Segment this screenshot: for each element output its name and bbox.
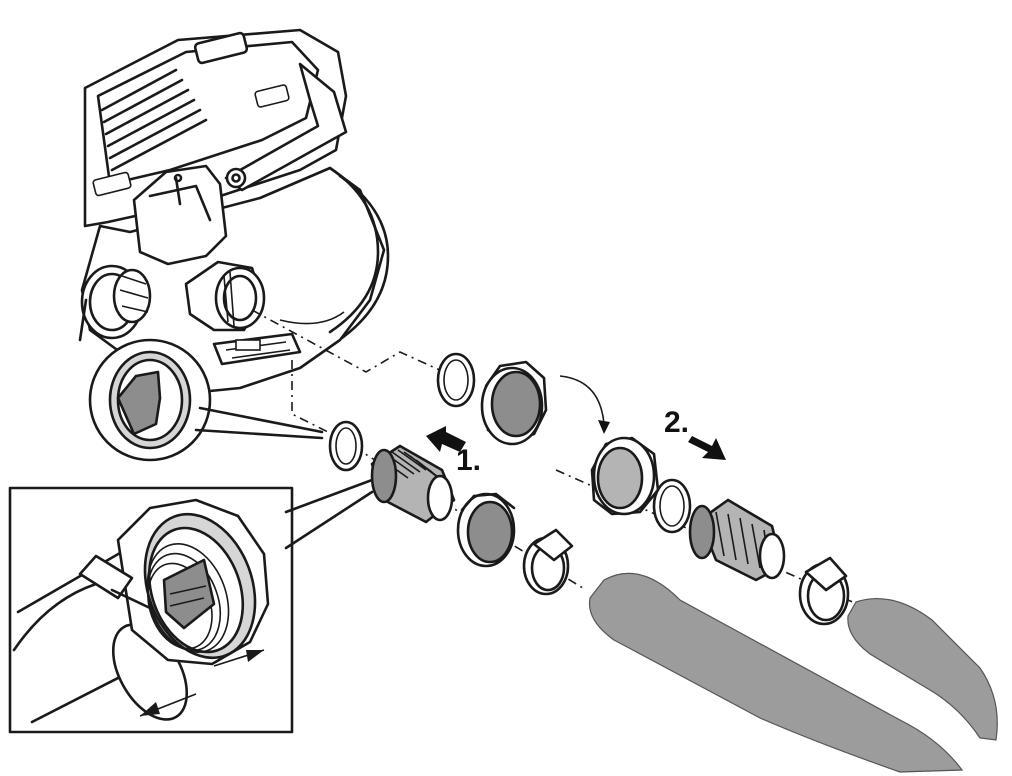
push-arrow-icon xyxy=(426,426,466,452)
left-assembly: 1. xyxy=(328,352,610,596)
left-port xyxy=(78,264,152,342)
union-nut-right xyxy=(590,436,660,516)
bottom-latch xyxy=(212,332,302,366)
threaded-adapter-left xyxy=(370,444,456,524)
pump-housing xyxy=(78,28,390,394)
logo-plate xyxy=(193,31,249,65)
threaded-adapter-right xyxy=(688,498,786,582)
nut-detail-inset xyxy=(8,478,374,734)
hose-left xyxy=(588,572,964,773)
right-assembly: 2. xyxy=(590,406,850,626)
curved-move-arrow-icon xyxy=(559,375,605,425)
hose-right xyxy=(847,597,998,741)
vent-slots xyxy=(100,68,208,172)
union-nut-lower xyxy=(456,492,516,568)
hose-clamp-right xyxy=(798,556,850,626)
step-2-label: 2. xyxy=(664,406,689,439)
hose-clamp-left xyxy=(522,528,574,596)
union-nut-upper xyxy=(480,360,548,446)
handle-pivot xyxy=(225,167,247,189)
center-port xyxy=(184,260,266,332)
seal-detail-inset xyxy=(88,338,324,462)
step-1-label: 1. xyxy=(456,444,481,477)
valve-knob xyxy=(132,164,228,266)
pull-arrow-icon xyxy=(688,436,726,460)
